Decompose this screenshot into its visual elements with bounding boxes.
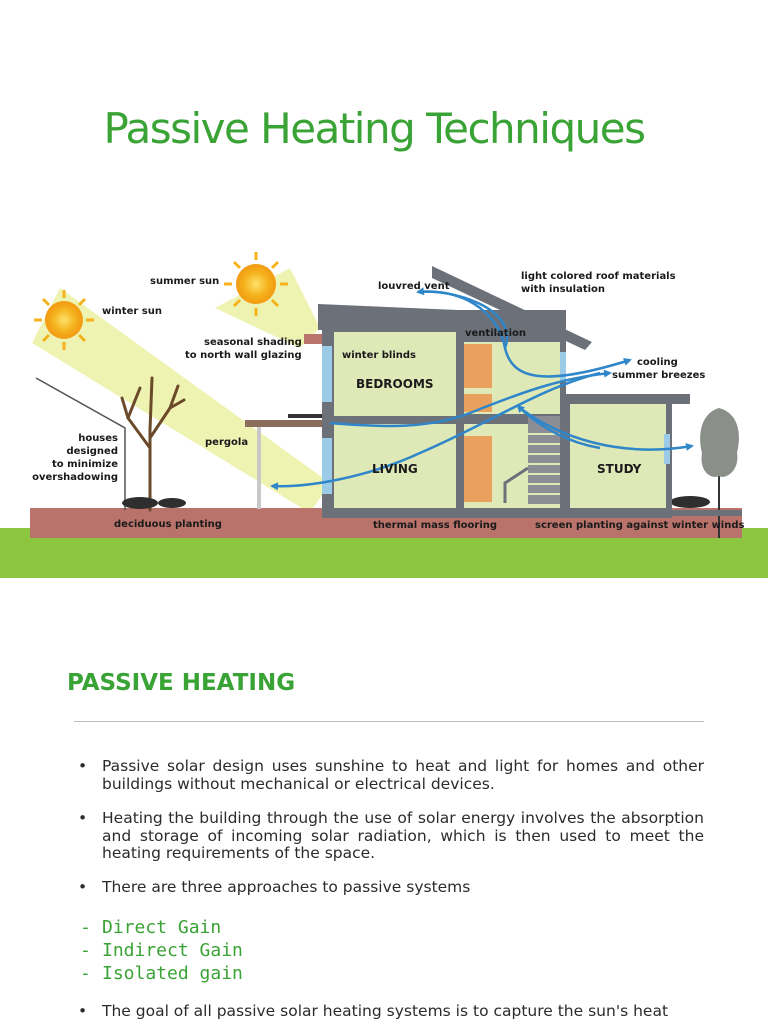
screen-tree	[700, 408, 739, 538]
airflow-arrows	[270, 287, 694, 491]
shading-label-line1: seasonal shading	[204, 337, 302, 348]
houses-label-line3: to minimize	[52, 459, 118, 470]
approach-label: Isolated gain	[102, 963, 243, 984]
bullet-item: • The goal of all passive solar heating …	[78, 1002, 704, 1021]
bullet-text: Heating the building through the use of …	[102, 809, 704, 862]
approach-item: -Isolated gain	[80, 963, 243, 984]
heading-divider	[74, 721, 704, 722]
approach-dash: -	[80, 940, 91, 961]
summer-sun-label: summer sun	[150, 276, 219, 287]
summer-sun-beam	[215, 268, 320, 348]
approach-label: Direct Gain	[102, 917, 222, 938]
approach-item: -Indirect Gain	[80, 940, 243, 961]
room-study: STUDY	[597, 462, 642, 476]
bullet-text: There are three approaches to passive sy…	[102, 878, 471, 896]
shading-label-line2: to north wall glazing	[185, 350, 302, 361]
room-bedrooms: BEDROOMS	[356, 377, 434, 391]
bullet-item: • Heating the building through the use o…	[78, 809, 704, 863]
louvred-vent-label: louvred vent	[378, 281, 450, 292]
roof-label-line2: with insulation	[521, 284, 605, 295]
shrubs	[122, 496, 710, 509]
summer-sun-icon	[224, 252, 288, 316]
section-heading: PASSIVE HEATING	[67, 670, 296, 696]
pergola	[245, 414, 325, 509]
winter-sun-label: winter sun	[102, 306, 162, 317]
houses-label-line4: overshadowing	[32, 472, 118, 483]
deciduous-planting-label: deciduous planting	[114, 519, 222, 530]
bullet-dot: •	[78, 809, 88, 827]
winter-sun-icon	[34, 290, 94, 350]
houses-label-line1: houses	[78, 433, 118, 444]
neighbour-house	[35, 377, 126, 510]
cooling-label-line2: summer breezes	[612, 370, 705, 381]
bullet-dot: •	[78, 1002, 88, 1020]
deciduous-tree	[120, 376, 186, 512]
bullet-dot: •	[78, 878, 88, 896]
screen-planting-label: screen planting against winter winds	[535, 520, 745, 531]
thermal-mass-flooring-label: thermal mass flooring	[373, 520, 497, 531]
bullet-dot: •	[78, 757, 88, 775]
ventilation-label: ventilation	[465, 328, 526, 339]
passive-design-diagram: summer sun winter sun louvred vent light…	[0, 248, 768, 578]
page-title: Passive Heating Techniques	[103, 104, 646, 153]
bullet-item: • Passive solar design uses sunshine to …	[78, 757, 704, 793]
house	[304, 266, 742, 518]
roof-label-line1: light colored roof materials	[521, 271, 676, 282]
bullet-text: Passive solar design uses sunshine to he…	[102, 757, 704, 793]
bullet-text: The goal of all passive solar heating sy…	[102, 1002, 669, 1020]
pergola-label: pergola	[205, 437, 248, 448]
bullet-item: • There are three approaches to passive …	[78, 878, 704, 897]
approach-dash: -	[80, 963, 91, 984]
approach-label: Indirect Gain	[102, 940, 243, 961]
winter-blinds-label: winter blinds	[342, 350, 416, 361]
room-living: LIVING	[372, 462, 418, 476]
houses-label-line2: designed	[66, 446, 118, 457]
approach-dash: -	[80, 917, 91, 938]
approach-item: -Direct Gain	[80, 917, 221, 938]
cooling-label-line1: cooling	[637, 357, 678, 368]
